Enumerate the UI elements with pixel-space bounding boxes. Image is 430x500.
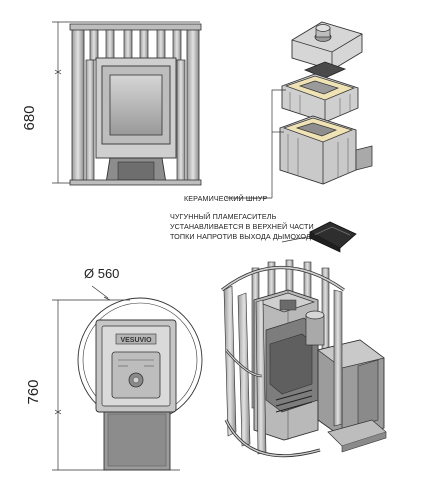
stove-door-glass xyxy=(109,74,163,136)
leader-ceramic-cord xyxy=(271,89,286,198)
front-elevation-view: 680 xyxy=(21,21,202,186)
frame-slats-top xyxy=(89,29,182,61)
fuel-channel-iso xyxy=(317,339,387,453)
brand-plate-text: VESUVIO xyxy=(120,337,152,344)
exploded-top-cap xyxy=(291,21,363,71)
frame-front-bars xyxy=(223,285,343,455)
flame-deflector-line-1: ЧУГУННЫЙ ПЛАМЕГАСИТЕЛЬ xyxy=(170,212,277,221)
isometric-assembly-view xyxy=(221,259,387,458)
height-top-label: 680 xyxy=(21,105,38,130)
height-bottom-label: 760 xyxy=(25,379,42,404)
diameter-label: Ø 560 xyxy=(84,266,119,281)
exploded-upper-section xyxy=(281,73,359,123)
brand-plate xyxy=(115,333,157,345)
plan-view: Ø 560 760 VESUVIO xyxy=(25,266,203,471)
flame-deflector-line-3: ТОПКИ НАПРОТИВ ВЫХОДА ДЫМОХОДА xyxy=(170,232,316,241)
flame-deflector-part xyxy=(309,221,357,253)
ceramic-cord-caption: КЕРАМИЧЕСКИЙ ШНУР xyxy=(184,194,267,203)
exploded-lower-section xyxy=(279,115,373,185)
frame-post-left xyxy=(71,27,85,184)
flame-deflector-caption: ЧУГУННЫЙ ПЛАМЕГАСИТЕЛЬ УСТАНАВЛИВАЕТСЯ В… xyxy=(170,212,316,241)
frame-post-right xyxy=(186,27,200,184)
exploded-view xyxy=(226,21,373,199)
flame-deflector-line-2: УСТАНАВЛИВАЕТСЯ В ВЕРХНЕЙ ЧАСТИ xyxy=(170,222,314,231)
frame-bottom-rim xyxy=(69,179,202,186)
frame-top-rim xyxy=(69,23,202,31)
stove-body-iso xyxy=(253,289,325,441)
